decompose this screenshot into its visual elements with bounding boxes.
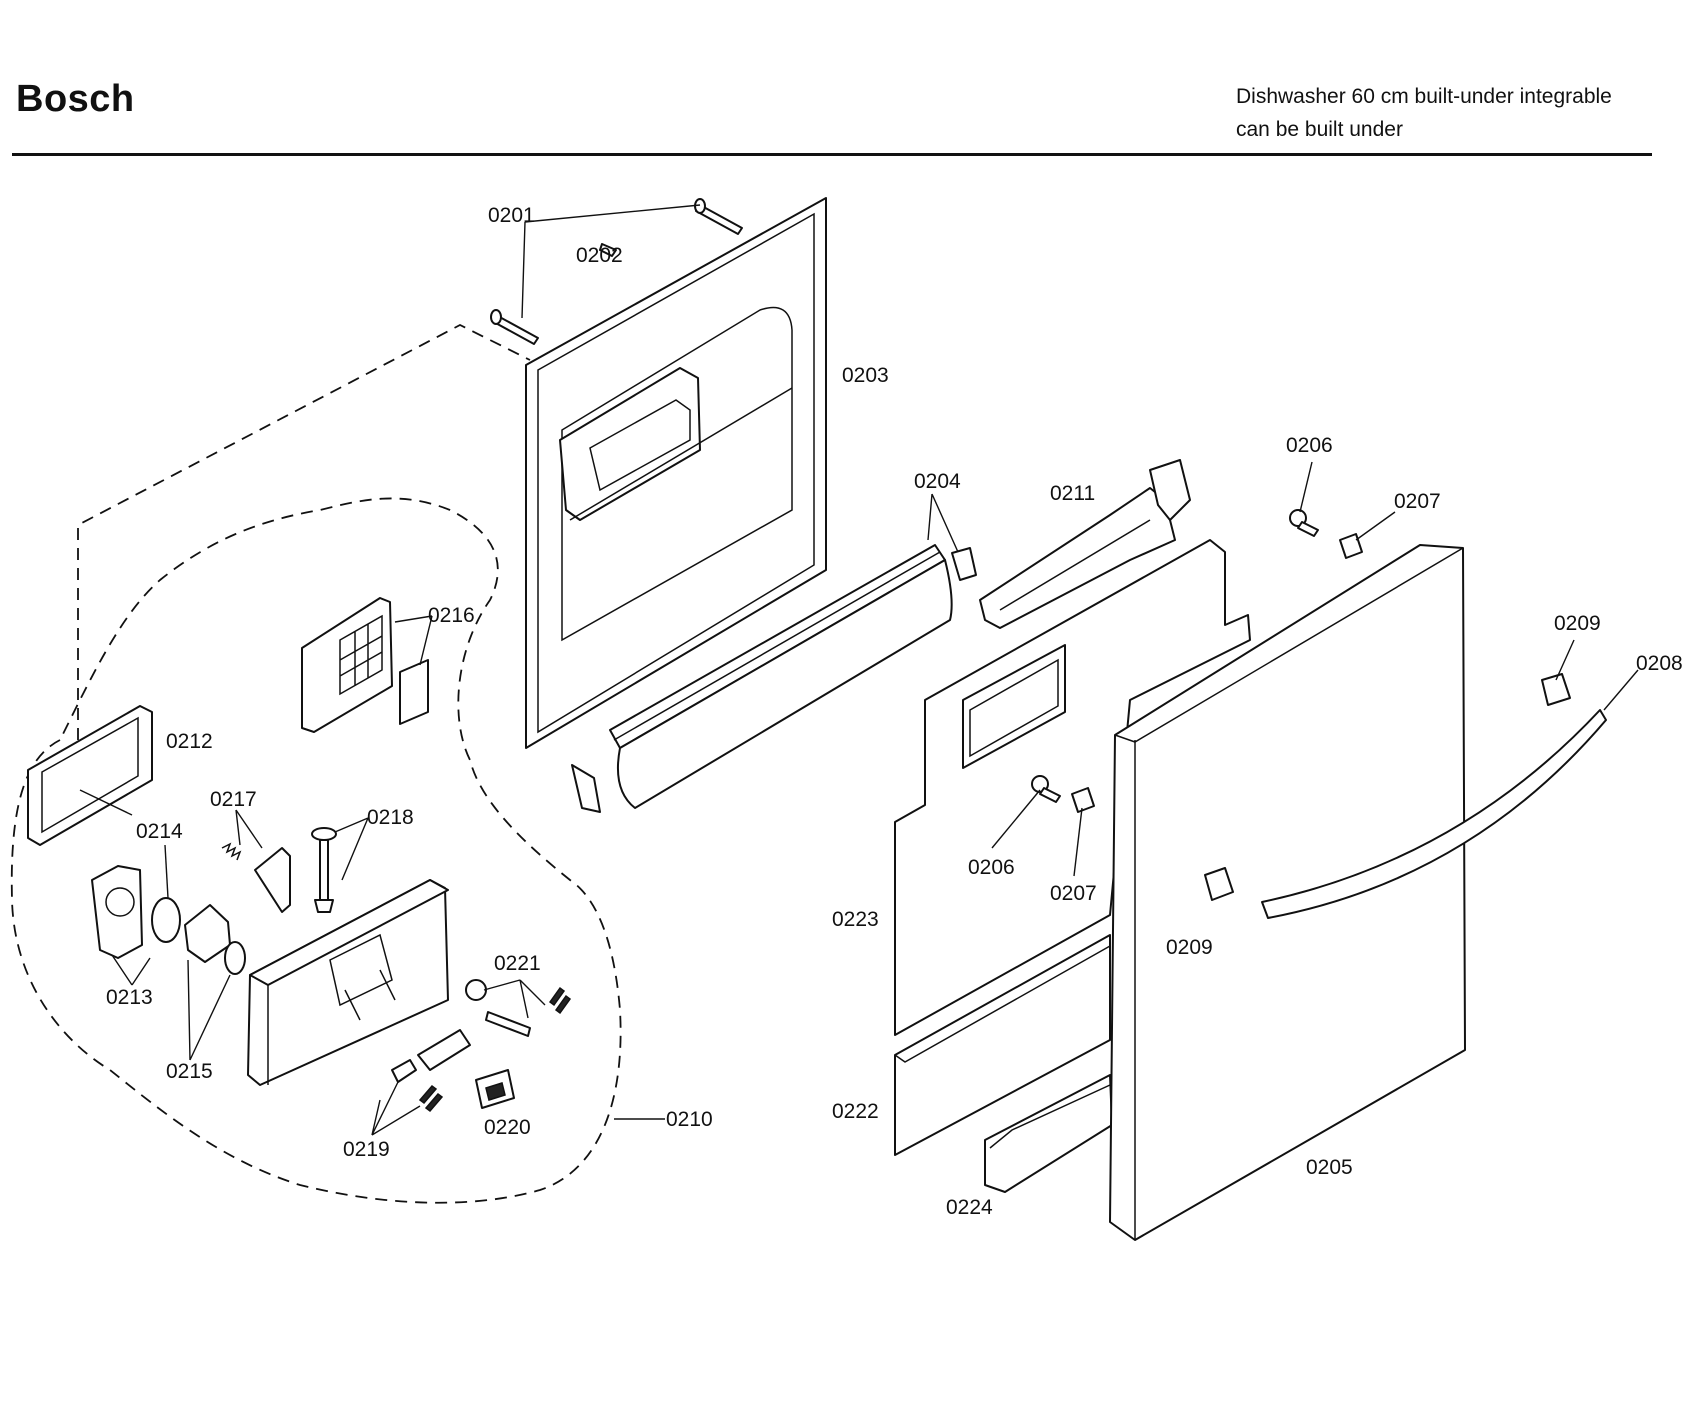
frame-0212 [27,705,153,846]
callout-0220: 0220 [484,1116,531,1139]
nut-0207-lower [1071,787,1095,813]
valve-pin-0218 [311,827,337,913]
callout-0208: 0208 [1636,652,1683,675]
callout-0224: 0224 [946,1196,993,1219]
leader-0216 [394,615,433,666]
brand-title: Bosch [16,78,135,120]
cap-0209-left [1204,867,1234,901]
leader-0207-lower [1073,807,1083,877]
callout-0213: 0213 [106,986,153,1009]
description-line-1: Dishwasher 60 cm built-under integrable [1236,85,1612,108]
leader-0206-lower [991,789,1041,849]
leader-0204 [927,493,959,553]
panel-strip-0222 [894,934,1111,1156]
header-rule [12,153,1652,156]
callout-0203: 0203 [842,364,889,387]
callout-0212: 0212 [166,730,213,753]
callout-0207-upper: 0207 [1394,490,1441,513]
callout-0218: 0218 [367,806,414,829]
screw-0201-lower [490,309,539,345]
callout-0221: 0221 [494,952,541,975]
dispenser-group-outline [10,497,622,1204]
lock-bracket-0211 [979,459,1191,629]
callout-0217: 0217 [210,788,257,811]
leader-0215 [187,959,231,1061]
seal-0214 [151,897,181,943]
callout-0205: 0205 [1306,1156,1353,1179]
callout-0209-right: 0209 [1554,612,1601,635]
callout-0211: 0211 [1050,482,1095,505]
ball-0221 [465,979,487,1001]
leader-0217 [235,809,263,849]
mounting-panel-0223 [894,539,1251,1036]
leader-0207-upper [1355,511,1396,541]
cover-0213 [91,865,143,959]
leader-0206-upper [1299,461,1313,513]
callout-0216: 0216 [428,604,475,627]
callout-0206-lower: 0206 [968,856,1015,879]
callout-0222: 0222 [832,1100,879,1123]
screw-0206-upper [1289,509,1319,537]
front-panel-0205 [1109,544,1466,1241]
leader-0201 [521,204,701,319]
screw-0202 [599,243,617,257]
dispenser-housing [247,879,449,1086]
screw-0206-lower [1031,775,1061,803]
latch-0219 [391,1029,471,1113]
leader-0209-right [1555,639,1575,681]
callout-0204: 0204 [914,470,961,493]
inner-door-panel-0203 [525,197,827,749]
leader-0212 [79,789,133,816]
filter-0216 [301,597,429,733]
callout-0201: 0201 [488,204,535,227]
callout-0215: 0215 [166,1060,213,1083]
lever-0221 [485,986,572,1037]
leader-0213 [111,954,151,986]
trim-strip-0204 [571,544,977,813]
leader-0214 [164,844,169,899]
leader-0208 [1603,669,1639,711]
callout-0223: 0223 [832,908,879,931]
screw-0201-upper [694,198,743,235]
callout-0210: 0210 [666,1108,713,1131]
group-to-door-dashed-link [77,323,531,800]
callout-0207-lower: 0207 [1050,882,1097,905]
callout-0214: 0214 [136,820,183,843]
handle-bar-0208 [1261,709,1607,919]
callout-0202: 0202 [576,244,623,267]
spring-lever-0217 [221,842,291,913]
leader-0221 [483,979,546,1019]
handle-trim-0224 [984,1074,1113,1193]
leader-0219 [371,1081,421,1136]
callout-0209-left: 0209 [1166,936,1213,959]
leader-0218 [334,817,369,881]
callout-0206-upper: 0206 [1286,434,1333,457]
nozzle-0215 [184,904,246,975]
model-description: Dishwasher 60 cm built-under integrable … [1236,80,1612,146]
cap-0209-right [1541,673,1571,706]
description-line-2: can be built under [1236,118,1403,141]
callout-0219: 0219 [343,1138,390,1161]
switch-0220 [475,1069,515,1109]
